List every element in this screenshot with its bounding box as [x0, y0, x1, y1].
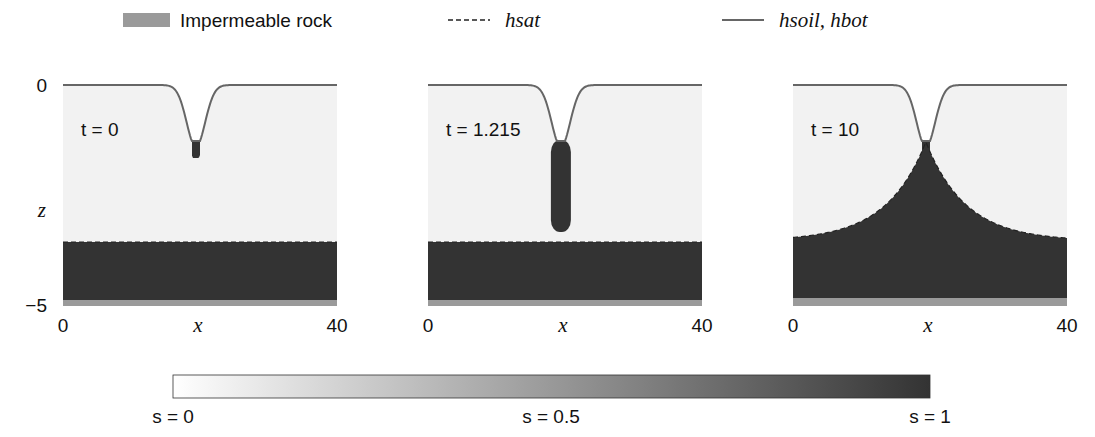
hsat-line [63, 241, 337, 242]
colorbar-label: s = 1 [909, 407, 951, 426]
hsat-line [793, 142, 1067, 238]
saturated-zone [63, 242, 337, 300]
tick-label: 40 [1056, 316, 1077, 335]
air [793, 83, 1067, 147]
legend-text: hsat [505, 10, 540, 31]
impermeable-rock [428, 300, 702, 306]
tick-label: 0 [788, 316, 799, 335]
legend-line-sample [448, 19, 490, 21]
tick-label: 0 [36, 76, 47, 95]
legend-text: Impermeable rock [180, 11, 332, 30]
impermeable-rock [793, 298, 1067, 306]
tick-label: 40 [326, 316, 347, 335]
air [428, 83, 702, 147]
simulation-panel [793, 83, 1067, 306]
colorbar-label: s = 0 [152, 407, 194, 426]
air [63, 83, 337, 147]
hsoil-curve [793, 85, 1067, 141]
legend-line-sample [722, 19, 764, 21]
tick-label: 0 [58, 316, 69, 335]
impermeable-rock [63, 300, 337, 306]
axis-label: x [923, 315, 932, 336]
legend-swatch [123, 13, 170, 27]
ponded-water [192, 140, 200, 158]
hsat-line [428, 241, 702, 242]
time-label: t = 0 [81, 120, 119, 139]
tick-label: 0 [423, 316, 434, 335]
axis-label: x [558, 315, 567, 336]
saturated-zone [793, 142, 1067, 298]
hsoil-curve [63, 85, 337, 141]
tick-label: 40 [691, 316, 712, 335]
colorbar [173, 375, 930, 398]
colorbar-label: s = 0.5 [522, 407, 580, 426]
hsoil-curve [428, 85, 702, 141]
tick-label: −5 [25, 296, 47, 315]
legend-text: hsoil, hbot [779, 10, 868, 31]
axis-label: z [38, 200, 46, 221]
saturated-zone [428, 242, 702, 300]
simulation-panel [428, 83, 702, 306]
time-label: t = 1.215 [446, 120, 520, 139]
simulation-panel [63, 83, 337, 306]
axis-label: x [193, 315, 202, 336]
time-label: t = 10 [811, 120, 859, 139]
infiltration-plume [551, 140, 571, 232]
